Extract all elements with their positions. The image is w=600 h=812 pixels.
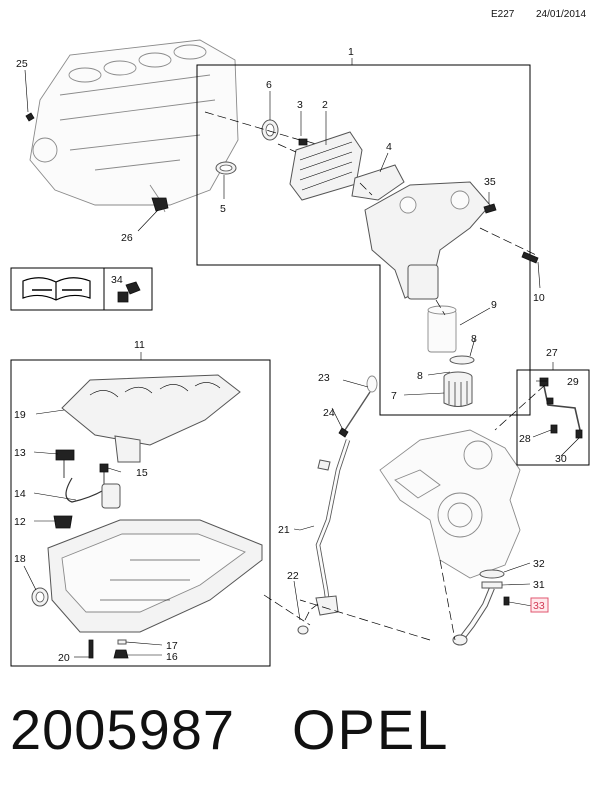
washer-17 (117, 639, 127, 645)
washer-28 (550, 424, 583, 439)
group-box-1 (196, 64, 531, 416)
block-plug-25 (25, 112, 35, 122)
o-ring-8 (449, 355, 475, 365)
callout-25: 25 (16, 58, 28, 70)
drain-plug-18 (31, 587, 49, 607)
callout-28: 28 (519, 433, 531, 445)
callout-17: 17 (166, 640, 178, 652)
callout-33: 33 (533, 600, 545, 612)
oil-pan-baffle-19 (61, 374, 241, 463)
callout-15: 15 (136, 467, 148, 479)
callout-22: 22 (287, 570, 299, 582)
callout-1: 1 (348, 46, 354, 58)
callout-32: 32 (533, 558, 545, 570)
callout-18: 18 (14, 553, 26, 565)
callout-9: 9 (491, 299, 497, 311)
callout-16: 16 (166, 651, 178, 663)
bolt-35 (483, 203, 497, 214)
flange-31 (481, 581, 503, 589)
oil-level-sensor (101, 483, 121, 509)
callout-30: 30 (555, 453, 567, 465)
callout-3: 3 (297, 99, 303, 111)
oil-feed-line-29 (539, 377, 581, 431)
gasket-32 (479, 569, 505, 579)
bolt-10 (521, 251, 539, 264)
callout-2: 2 (322, 99, 328, 111)
callout-10: 10 (533, 292, 545, 304)
group-box-11 (10, 359, 271, 667)
gasket-4 (351, 164, 405, 201)
bolt-33 (503, 596, 510, 606)
engine-block (29, 39, 239, 213)
dipstick-tube-21 (315, 439, 351, 616)
oil-return-pipe (452, 586, 495, 646)
callout-33-highlight (530, 597, 549, 613)
exploded-parts-diagram: 1 2 3 4 5 6 7 8 8 9 10 11 12 13 14 15 16… (10, 39, 590, 667)
callout-24: 24 (323, 407, 335, 419)
callout-27: 27 (546, 347, 558, 359)
callout-5: 5 (220, 203, 226, 215)
seal-12 (53, 515, 73, 529)
part-number: 2005987 (10, 698, 236, 761)
bolt-15 (99, 463, 109, 484)
leader-lines (23, 69, 580, 658)
callout-26: 26 (121, 232, 133, 244)
oil-filter-housing (364, 181, 491, 300)
callout-19: 19 (14, 409, 26, 421)
brand-name: OPEL (292, 698, 450, 761)
callout-6: 6 (266, 79, 272, 91)
wire-harness-14 (65, 477, 105, 503)
callout-13: 13 (14, 447, 26, 459)
callout-7: 7 (391, 390, 397, 402)
callout-14: 14 (14, 488, 26, 500)
turbocharger (379, 429, 521, 579)
callout-31: 31 (533, 579, 545, 591)
callout-20: 20 (58, 652, 70, 664)
dipstick-23 (344, 375, 378, 431)
callout-29: 29 (567, 376, 579, 388)
filter-element-9 (427, 305, 457, 353)
oil-pan (47, 519, 263, 633)
connector-13 (55, 449, 75, 478)
callout-34: 34 (111, 274, 123, 286)
callouts: 1 2 3 4 5 6 7 8 8 9 10 11 12 13 14 15 16… (14, 46, 579, 664)
diagram-date: 24/01/2014 (536, 9, 587, 20)
callout-11: 11 (134, 339, 145, 351)
callout-8-lower: 8 (417, 370, 423, 382)
seal-24 (338, 427, 349, 438)
o-ring-22 (297, 625, 309, 635)
callout-21: 21 (278, 524, 290, 536)
callout-8-upper: 8 (471, 333, 477, 345)
sensor-26 (151, 197, 169, 212)
callout-4: 4 (386, 141, 392, 153)
callout-23: 23 (318, 372, 330, 384)
diagram-code: E227 (491, 9, 515, 20)
repair-manual-box (10, 267, 153, 311)
drain-plug-16 (113, 649, 129, 659)
callout-12: 12 (14, 516, 26, 528)
bolt-20 (88, 639, 94, 659)
seal-ring-6 (261, 119, 279, 141)
filter-cap-7 (443, 371, 473, 407)
seal-ring-5 (215, 161, 237, 175)
callout-35: 35 (484, 176, 496, 188)
